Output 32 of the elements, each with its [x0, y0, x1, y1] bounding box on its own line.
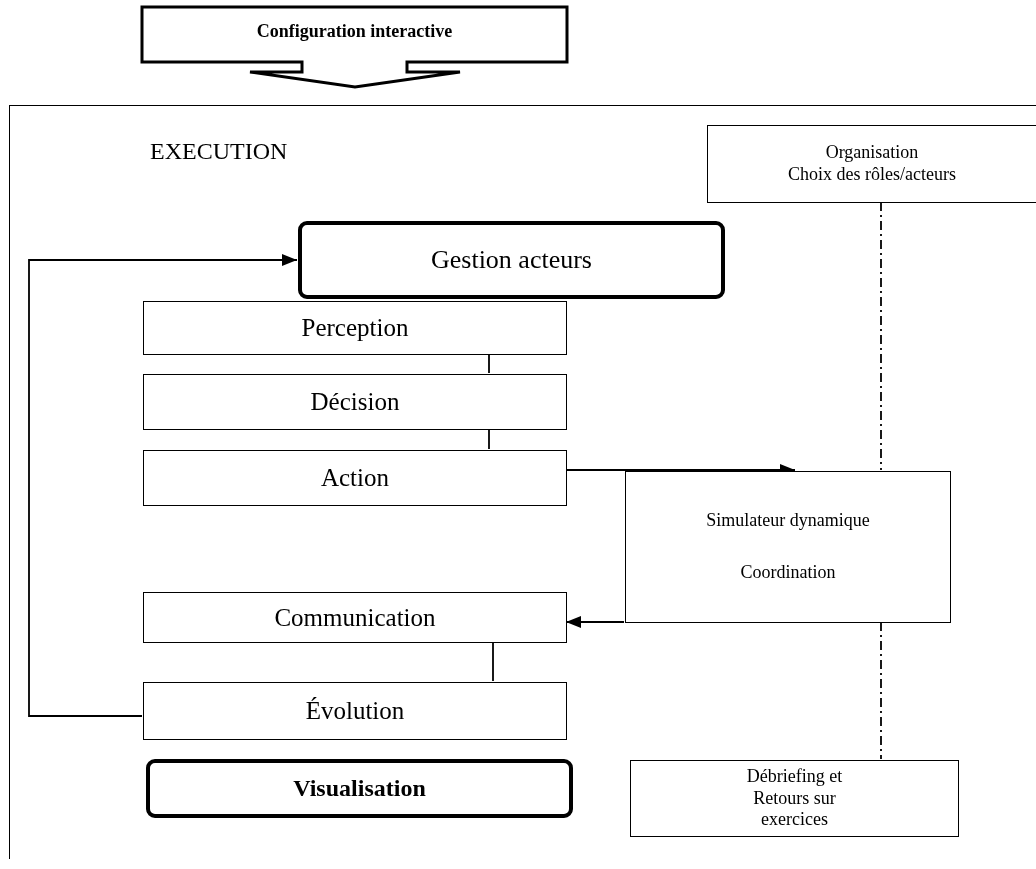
- node-label: Choix des rôles/acteurs: [788, 164, 956, 186]
- process-box: [143, 374, 567, 430]
- node-label: Configuration interactive: [255, 21, 454, 42]
- execution-frame: [9, 105, 1036, 859]
- node-label: Débriefing et Retours sur exercices: [745, 766, 844, 831]
- node-label: Visualisation: [293, 774, 426, 803]
- connector-line: [492, 641, 494, 682]
- node-label: Évolution: [305, 696, 405, 726]
- process-box: [298, 221, 725, 299]
- dash-dot-line: [880, 201, 882, 471]
- process-box: [143, 450, 567, 506]
- connector-line: [488, 428, 490, 450]
- node-label: Coordination: [740, 562, 836, 584]
- node-label: Gestion acteurs: [431, 244, 592, 276]
- node-label: Organisation: [825, 142, 919, 164]
- process-box: [630, 760, 959, 837]
- arrow: [28, 254, 298, 717]
- node-label: Perception: [301, 313, 409, 343]
- node-label: Décision: [310, 387, 400, 417]
- process-box: [707, 125, 1036, 203]
- arrow: [565, 616, 625, 628]
- node-label: Communication: [274, 602, 436, 633]
- frame-title: EXECUTION: [150, 138, 288, 165]
- node-label: Simulateur dynamique: [706, 510, 870, 532]
- process-box: [143, 682, 567, 740]
- process-box: [143, 301, 567, 355]
- dash-dot-line: [880, 621, 882, 760]
- process-box: [625, 471, 951, 623]
- process-box: [143, 592, 567, 643]
- connector-line: [488, 353, 490, 374]
- process-box: [146, 759, 573, 818]
- node-label: Action: [320, 463, 389, 493]
